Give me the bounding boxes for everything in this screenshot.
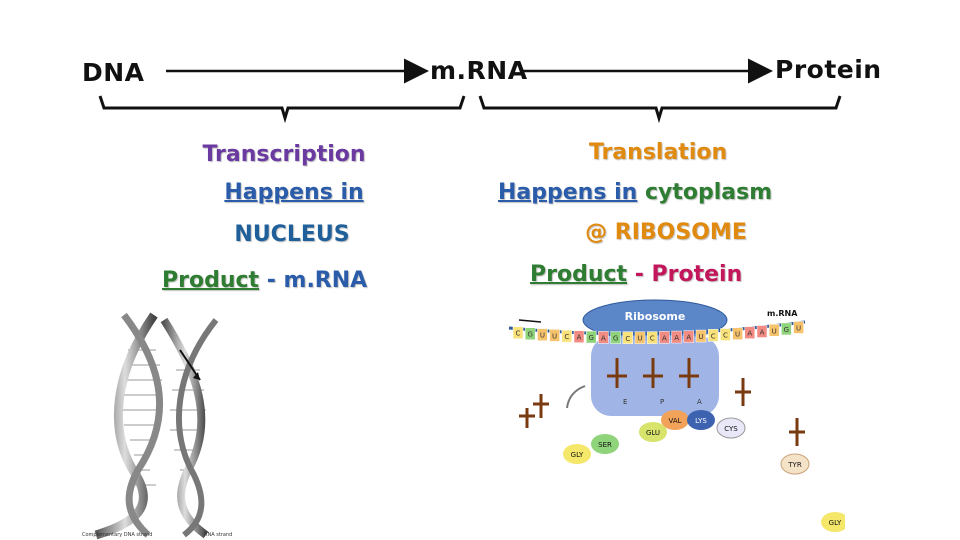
trna-molecules: [519, 358, 805, 446]
exit-arrow: [566, 385, 586, 409]
codon-base: [744, 326, 756, 339]
codon-letter: U: [698, 333, 703, 341]
codon-base: [781, 322, 792, 336]
codon-base: [659, 331, 670, 344]
codon-base: [683, 330, 695, 343]
codon-letter: C: [650, 335, 655, 343]
left-product: Product - m.RNA: [162, 268, 367, 293]
site-e: E: [623, 398, 627, 406]
amino-acid-2: LYS: [695, 417, 707, 425]
amino-acid-1: VAL: [668, 417, 681, 425]
codon-base: [561, 329, 573, 343]
ribosome-label: Ribosome: [625, 310, 686, 323]
codon-letter: C: [625, 335, 630, 343]
codon-letter: G: [784, 326, 789, 334]
codon-base: [537, 328, 548, 341]
flow-arrows: [98, 58, 842, 124]
left-product-label: Product: [162, 268, 260, 293]
dna-helix-figure: Complementary DNA strand RNA strand: [82, 312, 232, 540]
transcription-title: Transcription: [202, 142, 366, 167]
left-happens-in: Happens in: [224, 180, 364, 205]
mrna-label: m.RNA: [767, 309, 798, 318]
codon-letter: G: [588, 334, 593, 342]
codon-base: [585, 330, 597, 344]
nucleus-label: NUCLEUS: [234, 222, 350, 247]
codon-letter: G: [613, 335, 618, 343]
left-product-value: - m.RNA: [266, 268, 368, 293]
codon-letter: G: [527, 331, 532, 339]
right-product: Product - Protein: [530, 262, 742, 287]
codon-letter: A: [686, 334, 691, 342]
codon-letter: C: [711, 332, 716, 340]
amino-acid-7: TYR: [787, 461, 802, 469]
codon-base: [549, 329, 560, 342]
codon-letter: U: [735, 331, 740, 339]
amino-acid-8: GLY: [829, 519, 842, 527]
right-happens-in: Happens in cytoplasm: [498, 180, 772, 205]
codon-base: [768, 324, 780, 337]
codon-letter: U: [540, 332, 545, 340]
codon-base: [634, 331, 646, 344]
amino-acid-4: SER: [598, 441, 612, 449]
right-product-label: Product: [530, 262, 628, 287]
amino-acid-3: GLU: [646, 429, 660, 437]
dna-strand-right: [176, 318, 219, 538]
codon-base: [695, 329, 707, 343]
amino-acid-5: GLY: [571, 451, 584, 459]
codon-base: [524, 327, 536, 340]
codon-letter: C: [723, 332, 728, 340]
right-product-value: - Protein: [634, 262, 743, 287]
codon-letter: A: [662, 334, 667, 342]
codon-letter: C: [516, 330, 521, 338]
right-happens-label: Happens in: [498, 180, 638, 205]
dna-caption-left: Complementary DNA strand: [82, 532, 152, 538]
ribosome-location: @ RIBOSOME: [585, 220, 747, 245]
codon-base: [573, 330, 585, 343]
codon-base: [646, 331, 658, 344]
dna-label: DNA: [82, 58, 145, 87]
site-p: P: [660, 398, 664, 406]
amino-acid-6: CYS: [724, 425, 738, 433]
codon-base: [756, 325, 768, 338]
codon-letter: U: [637, 335, 642, 343]
translation-title: Translation: [588, 140, 728, 165]
codon-letter: A: [760, 329, 765, 337]
codon-letter: A: [601, 334, 606, 342]
amino-acid-chain: VAL LYS GLU SER GLY CYS TYR GLY: [563, 410, 845, 532]
codon-base: [512, 326, 524, 339]
mrna-label: m.RNA: [430, 56, 528, 85]
codon-letter: A: [674, 334, 679, 342]
codon-base: [720, 328, 731, 341]
codon-letter: C: [564, 333, 569, 341]
translation-brace: [478, 95, 842, 124]
dna-strand-mid: [121, 312, 164, 538]
transcription-brace: [98, 95, 466, 124]
codon-letter: A: [577, 334, 582, 342]
codon-base: [610, 331, 621, 344]
codon-base: [707, 329, 719, 342]
codon-letter: U: [772, 327, 777, 335]
codon-base: [732, 327, 743, 340]
protein-label: Protein: [775, 55, 882, 84]
codon-base: [598, 331, 609, 344]
codon-base: [671, 330, 682, 344]
dna-caption-right: RNA strand: [204, 532, 232, 538]
codon-base: [622, 331, 634, 345]
codon-base: [793, 321, 804, 334]
site-a: A: [697, 398, 702, 406]
cytoplasm-label: cytoplasm: [644, 180, 773, 205]
codon-letter: A: [747, 330, 752, 338]
codon-letter: U: [552, 332, 557, 340]
codon-letter: U: [796, 324, 801, 332]
